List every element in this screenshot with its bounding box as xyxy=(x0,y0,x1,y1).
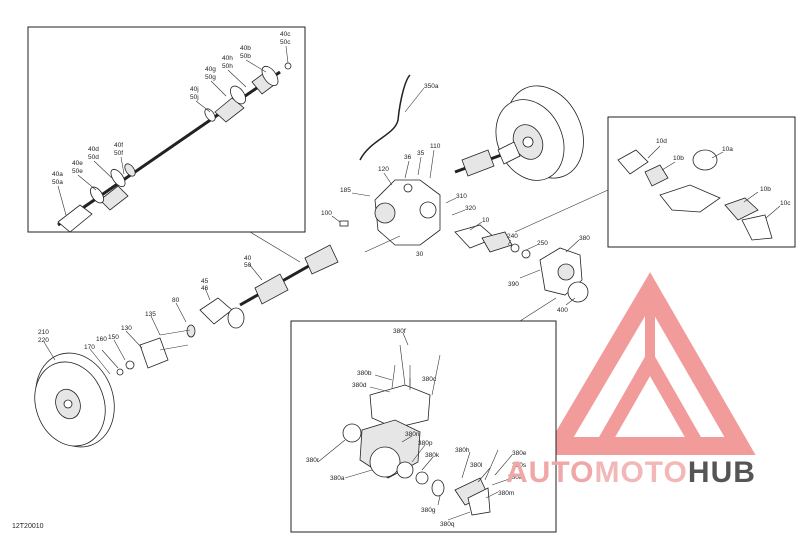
driveshaft-detail-box xyxy=(27,26,306,233)
right-box-labels: 10d 10b 10a 10b 10c xyxy=(656,138,791,207)
diagram-code: 12T20010 xyxy=(12,523,44,530)
callout-10b-upper: 10b xyxy=(673,155,684,162)
rear-wheel-right xyxy=(495,85,584,181)
callout-380: 380 xyxy=(579,235,590,242)
callout-390: 390 xyxy=(508,281,519,288)
callout-40h: 40h xyxy=(222,55,233,62)
callout-380f: 380f xyxy=(393,328,406,335)
callout-10: 10 xyxy=(482,217,490,224)
watermark-logo-text: AUTOMOTOHUB xyxy=(506,456,756,490)
callout-380s-upper: 380s xyxy=(512,462,527,469)
callout-40f: 40f xyxy=(114,142,123,149)
callout-50h: 50h xyxy=(222,63,233,70)
bottom-box-leaders xyxy=(317,332,513,521)
rear-differential xyxy=(339,179,441,253)
callout-350a: 350a xyxy=(424,83,439,90)
callout-120: 120 xyxy=(378,166,389,173)
callout-46: 46 xyxy=(201,285,209,292)
bottom-box-labels: 380f 380b 380d 380c 380n 380a 380p 380k … xyxy=(306,328,527,528)
callout-380c: 380c xyxy=(422,376,437,383)
callout-150: 150 xyxy=(108,334,119,341)
callout-40: 40 xyxy=(244,255,252,262)
bearing-housing xyxy=(539,247,589,303)
callout-80: 80 xyxy=(172,297,180,304)
callout-10a: 10a xyxy=(722,146,733,153)
callout-135: 135 xyxy=(145,311,156,318)
callout-400: 400 xyxy=(557,307,568,314)
logo-text-moto: MOTO xyxy=(594,456,688,489)
vent-hose xyxy=(359,74,411,161)
callout-36: 36 xyxy=(404,154,412,161)
callout-50a: 50a xyxy=(52,179,63,186)
callout-380q: 380q xyxy=(440,521,455,528)
drive-shaft xyxy=(57,62,292,233)
callout-380k: 380k xyxy=(425,452,440,459)
callout-380a-left: 380a xyxy=(330,475,345,482)
top-box-labels: 40c 50c 40b 50b 40h 50h 40g 50g 40j 50j … xyxy=(52,31,291,186)
callout-185: 185 xyxy=(340,187,351,194)
logo-text-hub: HUB xyxy=(687,456,756,489)
callout-100: 100 xyxy=(321,210,332,217)
callout-10b-lower: 10b xyxy=(760,186,771,193)
callout-50: 50 xyxy=(244,262,252,269)
callout-50b: 50b xyxy=(240,53,251,60)
callout-40g: 40g xyxy=(205,66,216,73)
callout-380b: 380b xyxy=(357,370,372,377)
callout-50f: 50f xyxy=(114,150,123,157)
left-hub-parts xyxy=(116,297,245,376)
callout-380a-right: 380a xyxy=(508,474,523,481)
callout-10d: 10d xyxy=(656,138,667,145)
coupler-assembly xyxy=(454,224,531,259)
callout-380m: 380m xyxy=(498,490,514,497)
callout-40b: 40b xyxy=(240,45,251,52)
logo-text-auto: AUTO xyxy=(506,456,595,489)
callout-380e-upper: 380e xyxy=(512,450,527,457)
housing-parts xyxy=(342,344,499,516)
bearing-housing-detail-box xyxy=(290,320,557,533)
callout-50g: 50g xyxy=(205,74,216,81)
callout-50e: 50e xyxy=(72,168,83,175)
u-joint-parts xyxy=(617,145,781,241)
callout-380g: 380g xyxy=(421,507,436,514)
callout-40j: 40j xyxy=(190,86,199,93)
callout-50d: 50d xyxy=(88,154,99,161)
right-half-shaft xyxy=(454,141,521,177)
callout-170: 170 xyxy=(84,344,95,351)
callout-50c: 50c xyxy=(280,39,291,46)
center-labels: 350a 110 35 36 120 185 100 10 310 320 30… xyxy=(38,83,590,351)
callout-250: 250 xyxy=(537,240,548,247)
callout-220: 220 xyxy=(38,337,49,344)
callout-40a: 40a xyxy=(52,171,63,178)
callout-40e: 40e xyxy=(72,160,83,167)
callout-240: 240 xyxy=(507,233,518,240)
callout-380p: 380p xyxy=(418,440,433,447)
center-leaders xyxy=(43,87,580,375)
callout-40c: 40c xyxy=(280,31,291,38)
front-wheel-left xyxy=(34,352,115,448)
callout-30: 30 xyxy=(416,251,424,258)
callout-130: 130 xyxy=(121,325,132,332)
callout-380l: 380l xyxy=(470,462,483,469)
callout-380d: 380d xyxy=(352,382,367,389)
callout-380r: 380r xyxy=(306,457,320,464)
callout-10c: 10c xyxy=(780,200,791,207)
callout-40d: 40d xyxy=(88,146,99,153)
top-box-leaders xyxy=(57,45,289,216)
callout-50j: 50j xyxy=(190,94,199,101)
left-half-shaft xyxy=(239,244,339,307)
callout-35: 35 xyxy=(417,150,425,157)
callout-110: 110 xyxy=(430,143,441,150)
callout-45: 45 xyxy=(201,278,209,285)
callout-160: 160 xyxy=(96,336,107,343)
callout-380n: 380n xyxy=(405,431,420,438)
callout-310: 310 xyxy=(456,193,467,200)
callout-380h: 380h xyxy=(455,447,470,454)
callout-320: 320 xyxy=(465,205,476,212)
callout-210: 210 xyxy=(38,329,49,336)
watermark-logo xyxy=(542,272,756,455)
